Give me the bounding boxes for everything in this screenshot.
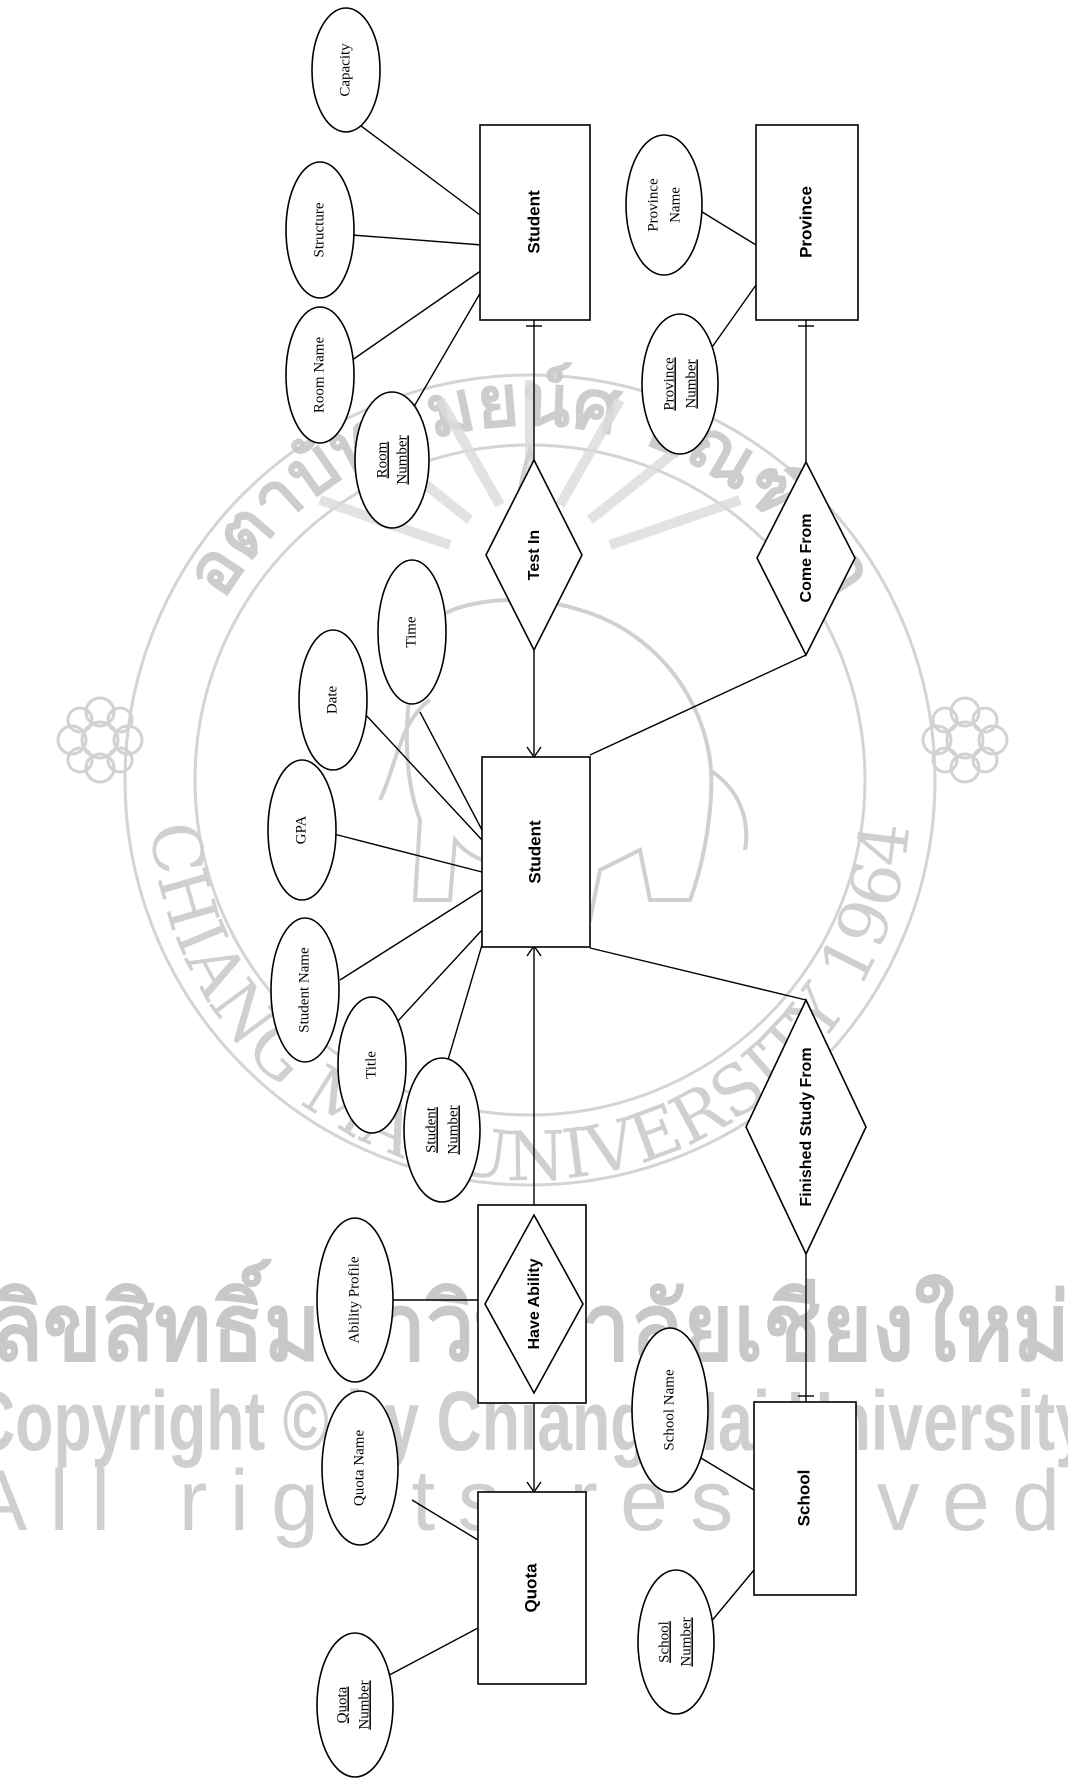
attribute-ability-profile-label: Ability Profile bbox=[346, 1256, 362, 1343]
attribute-quota-name: Quota Name bbox=[322, 1391, 398, 1545]
relationship-have-ability: Have Ability bbox=[478, 1205, 586, 1403]
attribute-capacity: Capacity bbox=[312, 8, 380, 132]
entity-province-label: Province bbox=[796, 186, 815, 258]
attribute-title: Title bbox=[338, 997, 406, 1133]
entity-school: School bbox=[754, 1402, 856, 1595]
entity-student-label: Student bbox=[525, 820, 544, 884]
attribute-date: Date bbox=[299, 630, 367, 770]
attribute-student-name-label: Student Name bbox=[296, 947, 312, 1033]
entity-room: Student bbox=[480, 125, 590, 320]
relationship-have-ability-label: Have Ability bbox=[526, 1258, 543, 1349]
attribute-date-label: Date bbox=[324, 686, 340, 715]
attribute-structure: Structure bbox=[286, 162, 354, 298]
seal-right-flower-icon bbox=[923, 698, 1007, 782]
attribute-title-label: Title bbox=[363, 1051, 379, 1079]
line-gpa bbox=[326, 832, 482, 872]
line-province-name bbox=[694, 207, 756, 245]
entity-school-label: School bbox=[794, 1470, 813, 1527]
line-time bbox=[420, 712, 482, 830]
attribute-quota-name-label: Quota Name bbox=[351, 1430, 367, 1507]
attribute-gpa-label: GPA bbox=[293, 816, 309, 845]
attribute-student-name: Student Name bbox=[271, 918, 339, 1062]
attribute-school-name: School Name bbox=[632, 1328, 708, 1492]
attribute-room-number-label-1: Room bbox=[374, 441, 390, 478]
relationship-finished-study-from-label: Finished Study From bbox=[798, 1047, 815, 1206]
attribute-province-name-label-2: Name bbox=[667, 187, 683, 223]
attribute-quota-number-label-1: Quota bbox=[334, 1686, 350, 1723]
attribute-province-number: Province Number bbox=[642, 314, 718, 454]
attribute-time-label: Time bbox=[403, 616, 419, 647]
attribute-room-name: Room Name bbox=[286, 307, 354, 443]
line-comefrom-student bbox=[590, 655, 806, 755]
entity-quota: Quota bbox=[478, 1492, 586, 1684]
attribute-province-number-label-2: Number bbox=[683, 359, 699, 408]
entity-quota-label: Quota bbox=[521, 1563, 540, 1613]
attribute-quota-number: Quota Number bbox=[317, 1633, 393, 1777]
line-quota-number bbox=[380, 1628, 478, 1680]
attribute-school-number-label-1: School bbox=[656, 1621, 672, 1663]
relationship-test-in-label: Test In bbox=[526, 530, 543, 580]
entity-province: Province bbox=[756, 125, 858, 320]
attribute-school-name-label: School Name bbox=[661, 1369, 677, 1451]
attribute-gpa: GPA bbox=[268, 760, 336, 900]
line-student-name bbox=[340, 890, 482, 980]
line-province-number bbox=[710, 285, 756, 350]
attribute-school-number-label-2: Number bbox=[678, 1617, 694, 1666]
attribute-student-number: Student Number bbox=[404, 1058, 480, 1202]
line-student-finished bbox=[590, 948, 806, 1000]
attribute-room-number: Room Number bbox=[355, 392, 429, 528]
attribute-room-name-label: Room Name bbox=[311, 337, 327, 414]
attribute-student-number-label-1: Student bbox=[423, 1106, 439, 1153]
attribute-structure-label: Structure bbox=[311, 202, 327, 257]
attribute-province-name: Province Name bbox=[626, 135, 702, 275]
seal-elephant-tail bbox=[710, 770, 746, 850]
line-date bbox=[352, 700, 482, 840]
attribute-school-number: School Number bbox=[638, 1570, 714, 1714]
entity-room-label: Student bbox=[524, 190, 543, 254]
entity-student: Student bbox=[482, 757, 590, 947]
attribute-province-name-label-1: Province bbox=[645, 178, 661, 232]
attribute-ability-profile: Ability Profile bbox=[317, 1218, 393, 1382]
seal-left-flower-icon bbox=[58, 698, 142, 782]
seal-elephant-trunk bbox=[380, 700, 430, 800]
attribute-time: Time bbox=[378, 560, 446, 704]
attribute-student-number-label-2: Number bbox=[445, 1105, 461, 1154]
attribute-quota-number-label-2: Number bbox=[356, 1680, 372, 1729]
attribute-capacity-label: Capacity bbox=[337, 43, 353, 97]
relationship-come-from-label: Come From bbox=[798, 514, 815, 603]
attribute-room-number-label-2: Number bbox=[394, 435, 410, 484]
attribute-province-number-label-1: Province bbox=[661, 357, 677, 411]
line-room-name bbox=[345, 270, 482, 365]
line-title bbox=[386, 930, 482, 1034]
line-structure bbox=[352, 235, 482, 245]
